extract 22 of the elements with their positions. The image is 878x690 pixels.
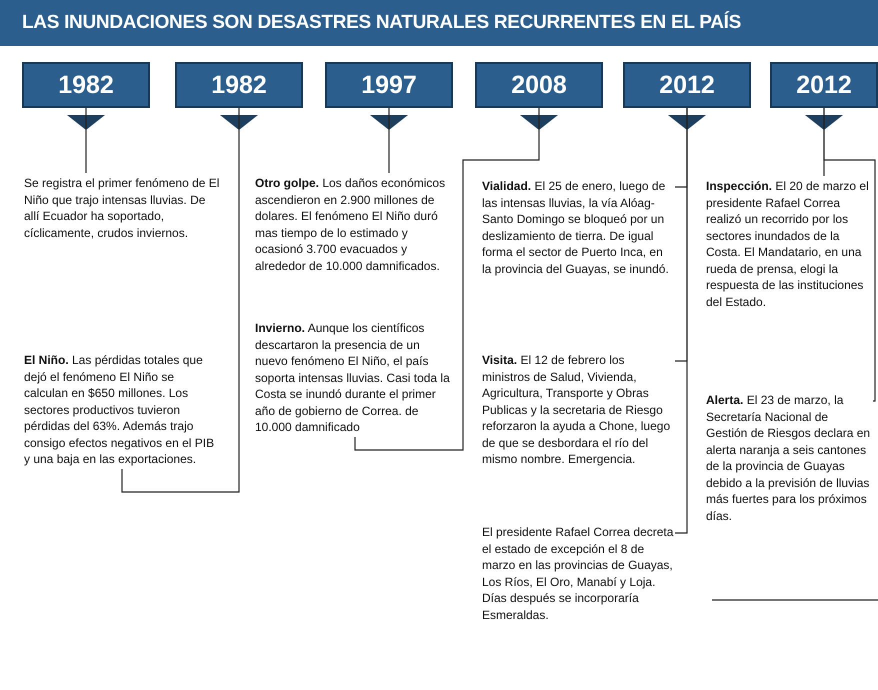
leader-line [85,108,87,173]
event-text: Invierno. Aunque los científicos descartaron la presencia de un nuevo fenómeno El Niño, el país soporta intensas lluvias. Casi toda la Costa se inundó durante el primer año de gobierno de Correa. de 10.000 damnificado [255,320,455,436]
event-text: Se registra el primer fenómeno de El Niño que trajo intensas lluvias. De allí Ecuador ha soportado, cíclicamente, crudos inviernos. [24,175,220,241]
leader-line [354,108,540,451]
year-box: 1997 [325,62,453,108]
year-box: 1982 [22,62,150,108]
event-text: Visita. El 12 de febrero los ministros de Salud, Vivienda, Agricultura, Transporte y Obras Publicas y la secretaria de Riesgo reforzaron la ayuda a Chone, luego de que se desbordara el río del mismo nombre. Emergencia. [482,352,674,468]
year-box: 2012 [623,62,751,108]
event-text: El Niño. Las pérdidas totales que dejó el fenómeno El Niño se calculan en $650 millones. Los sectores productivos tuvieron pérdidas del 63%. Además trajo consigo efectos negativos en el PIB y una baja en las exportaciones. [24,352,220,468]
title-banner: LAS INUNDACIONES SON DESASTRES NATURALES RECURRENTES EN EL PAÍS [0,0,878,46]
event-text: Alerta. El 23 de marzo, la Secretaría Nacional de Gestión de Riesgos declara en alerta naranja a seis cantones de la provincia de Guayas debido a la previsión de lluvias más fuertes para los próximos días. [706,392,872,524]
leader-line [675,108,688,534]
year-box: 2012 [770,62,878,108]
event-text: Inspección. El 20 de marzo el presidente Rafael Correa realizó un recorrido por los sectores inundados de la Costa. El Mandatario, en una rueda de prensa, elogi la respuesta de las instituciones del Estado. [706,178,872,310]
event-text: Vialidad. El 25 de enero, luego de las intensas lluvias, la vía Alóag-Santo Domingo se bloqueó por un deslizamiento de tierra. De igual forma el sector de Puerto Inca, en la provincia del Guayas, se inundó. [482,178,674,277]
year-box: 1982 [175,62,303,108]
event-text: El presidente Rafael Correa decreta el estado de excepción el 8 de marzo en las provincias de Guayas, Los Ríos, El Oro, Manabí y Loja. Días después se incorporaría Esmeraldas. [482,524,674,623]
leader-line [121,108,240,493]
year-box: 2008 [475,62,603,108]
leader-line [823,108,876,402]
leader-line [388,108,390,173]
event-text: Otro golpe. Los daños económicos ascendieron en 2.900 millones de dolares. El fenómeno El Niño duró mas tiempo de lo estimado y ocasionó 3.700 evacuados y alrededor de 10.000 damnificados. [255,175,455,274]
